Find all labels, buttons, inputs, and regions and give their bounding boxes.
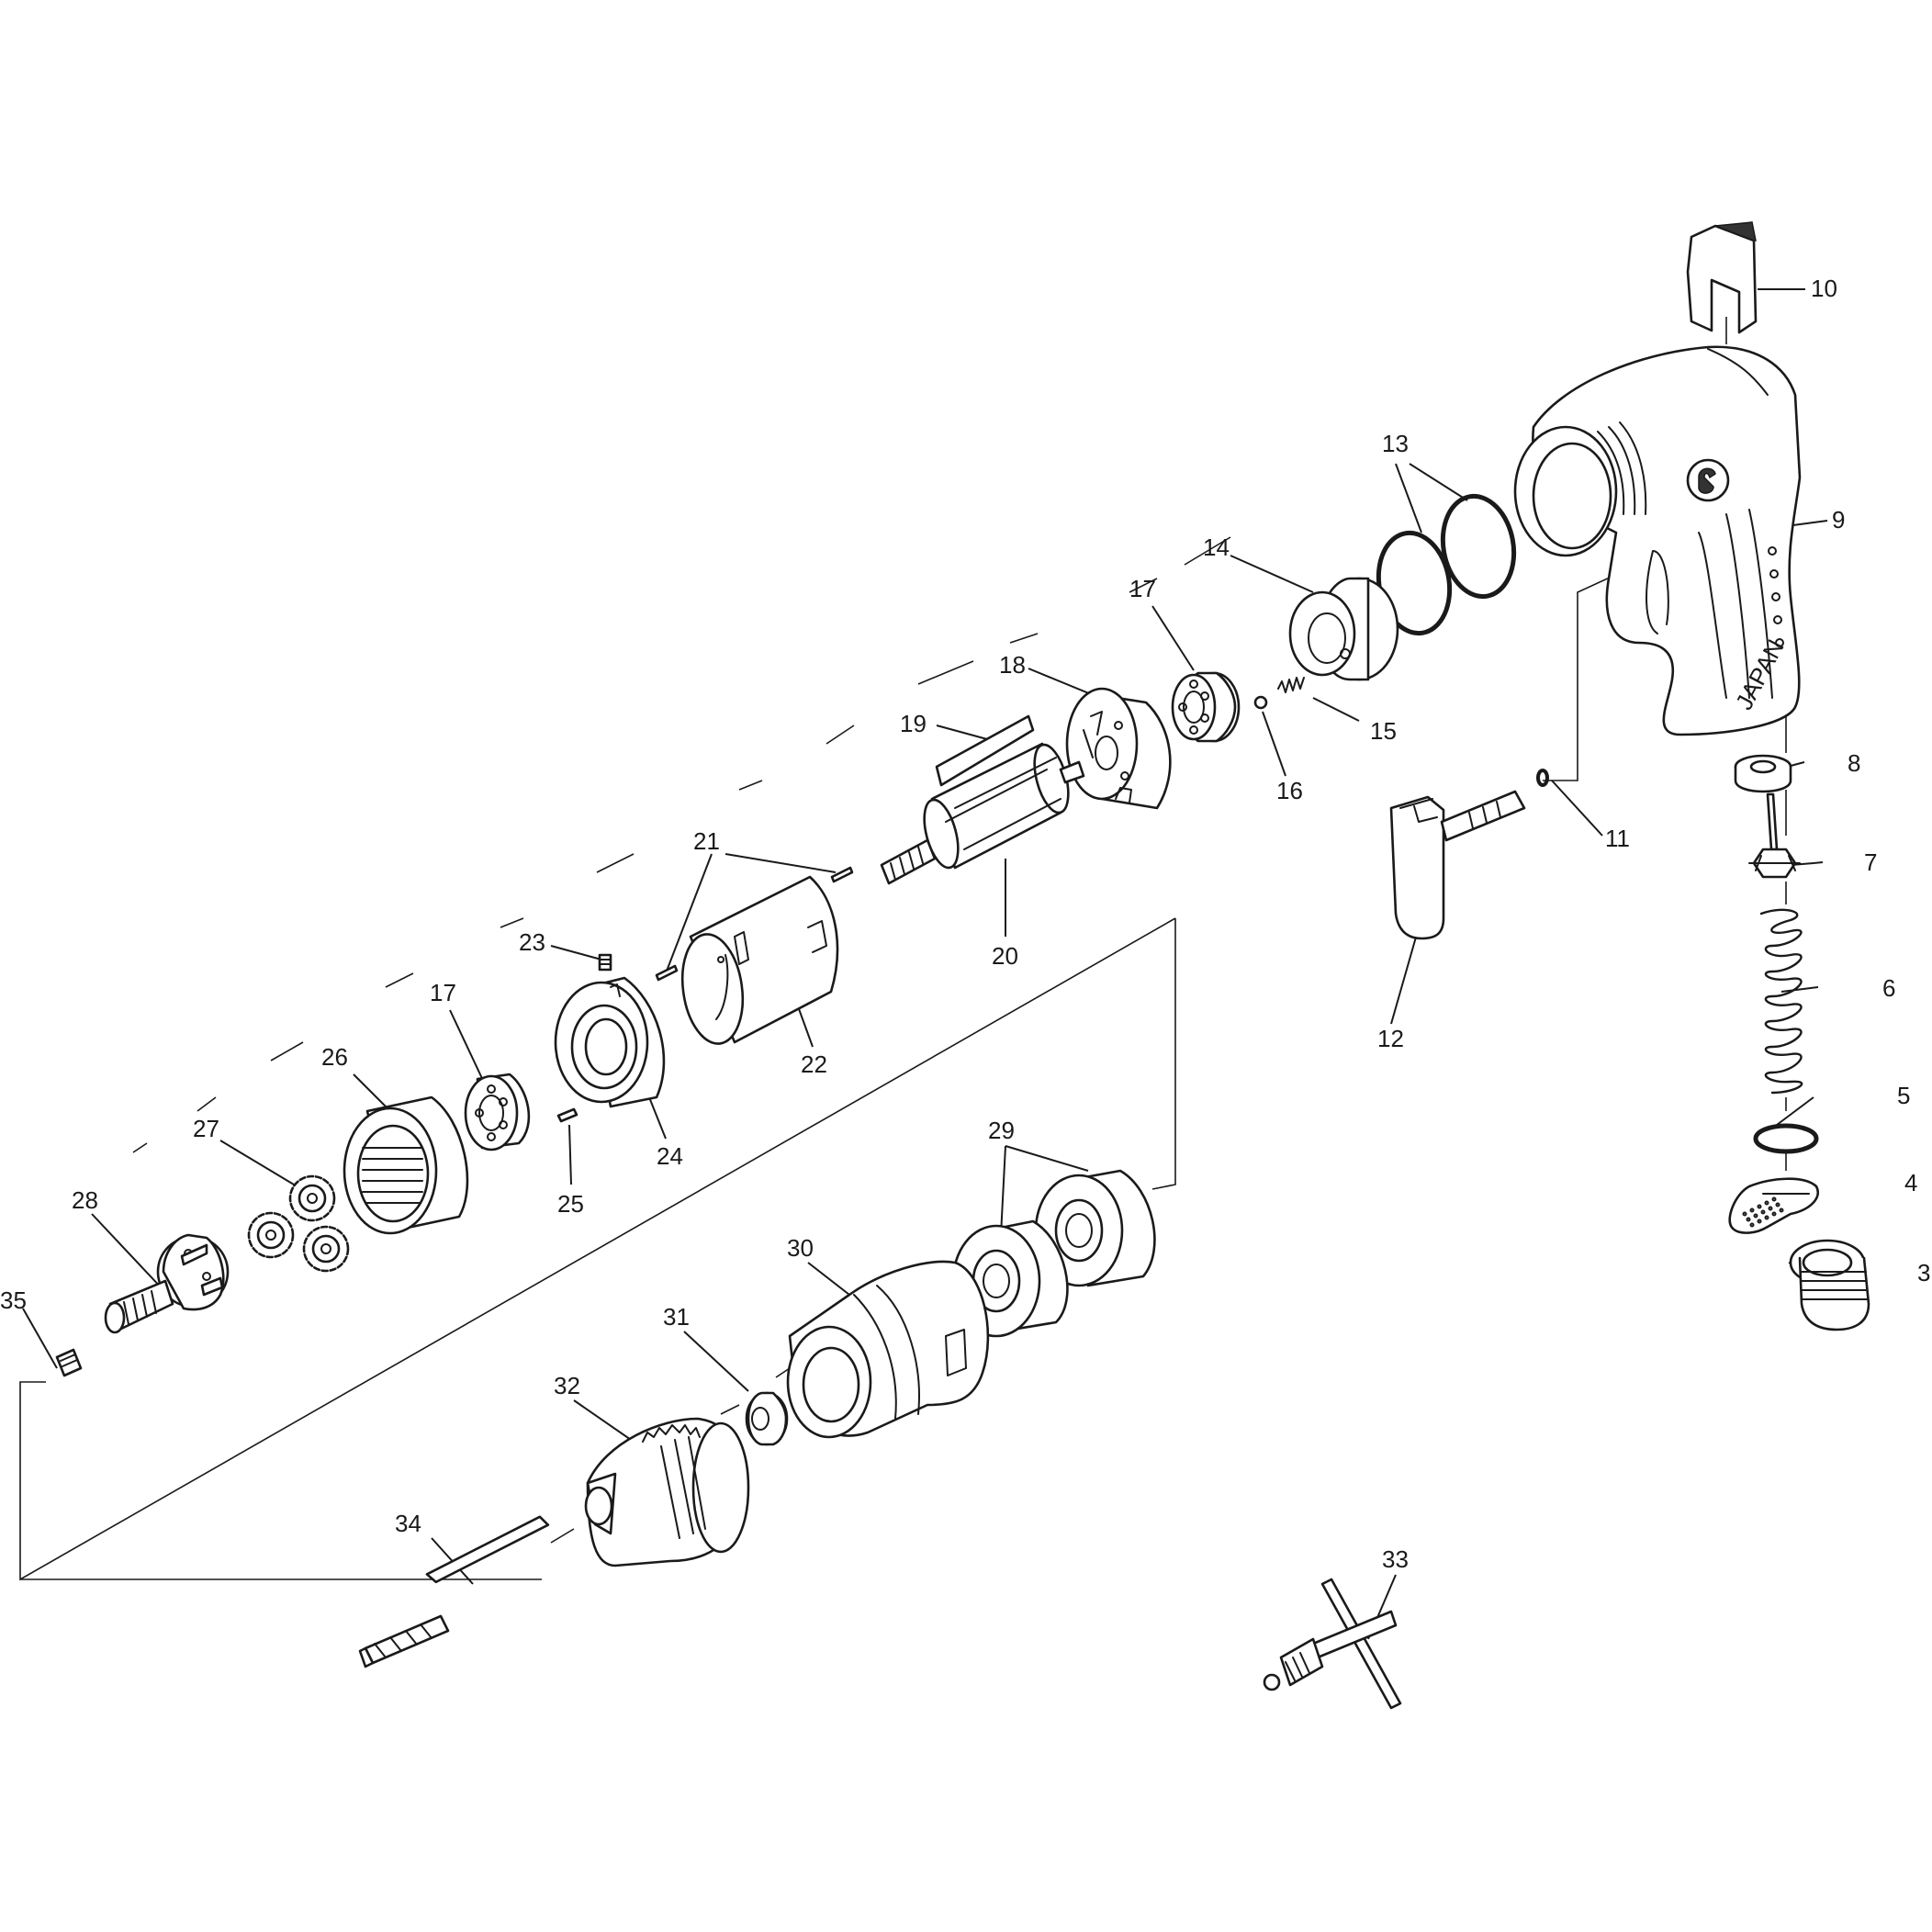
part-32-chuck — [584, 1417, 750, 1567]
part-8-bushing — [1734, 754, 1792, 793]
part-30-front-housing — [786, 1260, 990, 1439]
part-23-set-screw — [598, 953, 612, 972]
leader-14 — [1230, 555, 1314, 593]
part-21-pins — [655, 866, 854, 982]
leader-23 — [550, 945, 602, 960]
leader-25 — [568, 1124, 572, 1185]
callout-9: 9 — [1832, 506, 1845, 534]
part-34-drill-bit — [358, 1515, 550, 1668]
callout-8: 8 — [1848, 749, 1860, 777]
callout-17-rear: 17 — [1129, 575, 1156, 602]
leader-19 — [936, 724, 988, 740]
callout-29: 29 — [988, 1117, 1015, 1144]
callout-labels: 3 4 5 6 7 8 9 10 11 12 13 14 15 16 17 17… — [0, 275, 1930, 1573]
leader-24 — [646, 1092, 667, 1140]
callout-16: 16 — [1276, 777, 1303, 804]
callout-31: 31 — [663, 1303, 690, 1331]
part-20-rotor — [880, 742, 1085, 885]
callout-21: 21 — [693, 827, 720, 855]
part-33-chuck-key — [1263, 1578, 1402, 1710]
leader-27 — [219, 1140, 295, 1185]
callout-10: 10 — [1811, 275, 1837, 302]
callout-27: 27 — [193, 1115, 219, 1142]
callout-33: 33 — [1382, 1545, 1409, 1573]
part-11-small-o-ring — [1536, 769, 1549, 787]
leader-30 — [807, 1262, 850, 1296]
part-3-inlet-bushing — [1789, 1239, 1870, 1331]
part-27-planet-gears — [247, 1174, 350, 1273]
leader-11 — [1551, 780, 1603, 837]
callout-12: 12 — [1377, 1025, 1404, 1052]
callout-13: 13 — [1382, 430, 1409, 457]
callout-6: 6 — [1882, 974, 1895, 1002]
part-22-sleeve — [680, 875, 839, 1045]
callout-4: 4 — [1904, 1169, 1917, 1196]
callout-30: 30 — [787, 1234, 814, 1262]
part-16-ball — [1253, 695, 1268, 710]
leader-31 — [683, 1331, 749, 1392]
part-26-internal-gear — [343, 1095, 469, 1235]
leader-21a — [665, 853, 713, 974]
part-31-washer — [745, 1391, 789, 1446]
callout-34: 34 — [395, 1510, 421, 1537]
leader-21b — [724, 853, 837, 873]
callout-25: 25 — [557, 1190, 584, 1218]
part-10-clip — [1686, 221, 1758, 334]
leader-16 — [1262, 711, 1286, 777]
leader-5 — [1776, 1096, 1814, 1126]
callout-32: 32 — [554, 1372, 580, 1399]
callout-3: 3 — [1917, 1259, 1930, 1286]
part-25-pin — [556, 1107, 578, 1123]
leader-17b — [449, 1009, 488, 1089]
part-14-rear-plate — [1288, 577, 1399, 681]
callout-11: 11 — [1605, 825, 1630, 852]
leader-12 — [1390, 927, 1420, 1025]
part-4-deflector — [1728, 1177, 1819, 1234]
part-35-set-screw — [55, 1348, 83, 1377]
leader-17a — [1151, 605, 1195, 671]
part-9-housing: JAPAN — [1513, 345, 1802, 736]
leader-28 — [91, 1213, 164, 1291]
part-6-spring — [1759, 908, 1803, 1095]
part-24-front-plate — [554, 976, 666, 1108]
leader-29b — [1005, 1145, 1089, 1172]
callout-5: 5 — [1897, 1082, 1910, 1109]
part-17-bearing-front — [464, 1073, 531, 1151]
callout-18: 18 — [999, 651, 1026, 679]
axis-bracket — [19, 917, 1176, 1581]
leader-29a — [1000, 1145, 1006, 1236]
callout-20: 20 — [992, 942, 1018, 970]
part-17-bearing-rear — [1171, 671, 1241, 743]
callout-24: 24 — [657, 1142, 683, 1170]
leader-15 — [1312, 697, 1360, 722]
part-18-cylinder — [1065, 687, 1172, 810]
callout-22: 22 — [801, 1050, 827, 1078]
leader-32 — [573, 1399, 635, 1443]
part-12-trigger — [1389, 790, 1526, 940]
part-15-spring — [1277, 677, 1305, 693]
callout-14: 14 — [1203, 534, 1230, 561]
leader-13a — [1395, 463, 1422, 534]
callout-17-front: 17 — [430, 979, 456, 1006]
callout-7: 7 — [1864, 848, 1877, 876]
callout-23: 23 — [519, 928, 545, 956]
leader-6 — [1780, 986, 1819, 993]
part-19-vane — [935, 714, 1035, 787]
part-29-bearings — [951, 1169, 1156, 1338]
callout-26: 26 — [321, 1043, 348, 1071]
part-28-spindle — [104, 1233, 230, 1334]
leader-35 — [22, 1308, 58, 1369]
callout-15: 15 — [1370, 717, 1397, 745]
leader-13b — [1409, 463, 1468, 501]
callout-35: 35 — [0, 1286, 27, 1314]
part-5-o-ring — [1753, 1123, 1819, 1154]
callout-28: 28 — [72, 1186, 98, 1214]
axis-main — [132, 536, 1231, 1153]
part-7-valve — [1748, 792, 1801, 879]
leader-26 — [353, 1073, 387, 1107]
callout-19: 19 — [900, 710, 927, 737]
leader-7 — [1813, 861, 1824, 864]
